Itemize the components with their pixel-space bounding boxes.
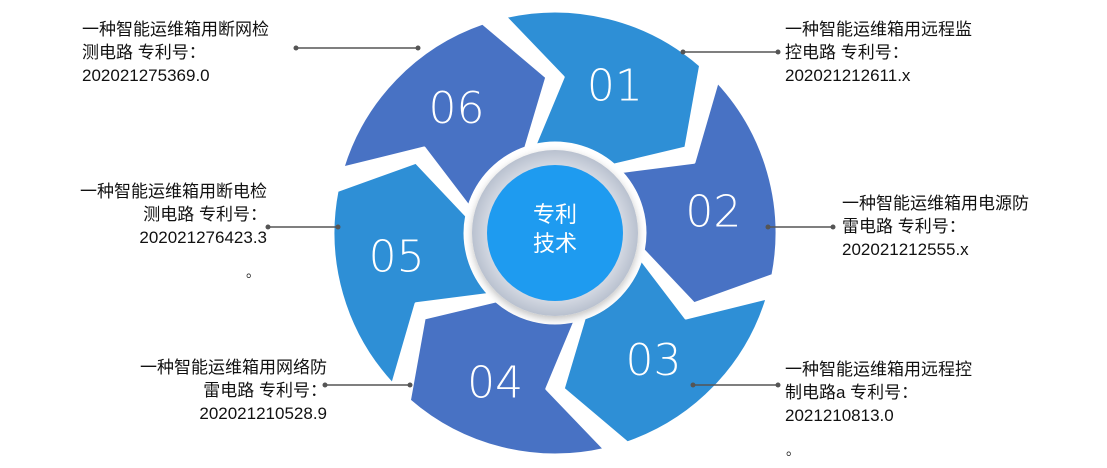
- patent-label-06: 一种智能运维箱用断网检 测电路 专利号： 202021275369.0: [82, 18, 269, 87]
- patent-label-02: 一种智能运维箱用电源防 雷电路 专利号： 202021212555.x: [842, 192, 1029, 261]
- connector-dot-02-0: [765, 224, 771, 230]
- segment-number-05: 05: [369, 231, 425, 282]
- segment-number-02: 02: [685, 187, 741, 238]
- segment-03: [561, 257, 769, 445]
- patent-label-01-line2: 控电路 专利号：: [785, 43, 909, 62]
- patent-label-02-line1: 一种智能运维箱用电源防: [842, 194, 1029, 213]
- connector-dot-04-1: [407, 382, 413, 388]
- connector-dot-06-0: [293, 45, 299, 51]
- center-circle: [487, 165, 623, 301]
- patent-label-06-line1: 一种智能运维箱用断网检: [82, 20, 269, 39]
- connector-dot-03-0: [690, 382, 696, 388]
- patent-label-03-line1: 一种智能运维箱用远程控: [785, 360, 972, 379]
- segment-number-03: 03: [626, 335, 682, 386]
- segment-number-01: 01: [587, 61, 643, 112]
- segment-05: [331, 160, 491, 386]
- patent-label-03-line2: 制电路a 专利号：: [785, 383, 919, 402]
- segment-04: [407, 299, 607, 457]
- segment-02: [619, 80, 779, 306]
- connector-dot-06-1: [415, 45, 421, 51]
- patent-label-04: 一种智能运维箱用网络防 雷电路 专利号： 202021210528.9: [140, 356, 327, 425]
- patent-label-05-trailing: 。: [246, 264, 260, 280]
- segment-number-04: 04: [467, 357, 523, 408]
- center-title-line1: 专利: [533, 203, 577, 228]
- segment-number-06: 06: [429, 83, 485, 134]
- patent-label-05: 一种智能运维箱用断电检 测电路 专利号： 202021276423.3: [80, 180, 267, 249]
- patent-label-03-trailing: 。: [786, 442, 800, 458]
- segment-06: [341, 21, 549, 209]
- patent-label-05-line3: 202021276423.3: [139, 228, 267, 247]
- patent-label-04-line2: 雷电路 专利号：: [203, 381, 327, 400]
- patent-label-04-line1: 一种智能运维箱用网络防: [140, 358, 327, 377]
- center-title-line2: 技术: [533, 232, 577, 257]
- connector-dot-03-1: [775, 382, 781, 388]
- patent-label-06-line2: 测电路 专利号：: [82, 43, 206, 62]
- patent-label-03: 一种智能运维箱用远程控 制电路a 专利号： 2021210813.0: [785, 358, 972, 427]
- patent-label-03-line3: 2021210813.0: [785, 406, 894, 425]
- patent-label-01: 一种智能运维箱用远程监 控电路 专利号： 202021212611.x: [785, 18, 972, 87]
- patent-label-04-line3: 202021210528.9: [199, 404, 327, 423]
- connector-dot-01-1: [775, 49, 781, 55]
- connector-dot-05-0: [265, 224, 271, 230]
- patent-label-06-line3: 202021275369.0: [82, 66, 210, 85]
- patent-label-01-line1: 一种智能运维箱用远程监: [785, 20, 972, 39]
- patent-label-05-line2: 测电路 专利号：: [143, 205, 267, 224]
- connector-dot-02-1: [830, 224, 836, 230]
- segment-01: [503, 9, 703, 167]
- patent-label-02-line3: 202021212555.x: [842, 240, 969, 259]
- patent-label-05-line1: 一种智能运维箱用断电检: [80, 182, 267, 201]
- patent-label-02-line2: 雷电路 专利号：: [842, 217, 966, 236]
- connector-dot-01-0: [680, 49, 686, 55]
- connector-dot-05-1: [335, 224, 341, 230]
- patent-label-01-line3: 202021212611.x: [785, 66, 911, 85]
- connector-dot-04-0: [322, 382, 328, 388]
